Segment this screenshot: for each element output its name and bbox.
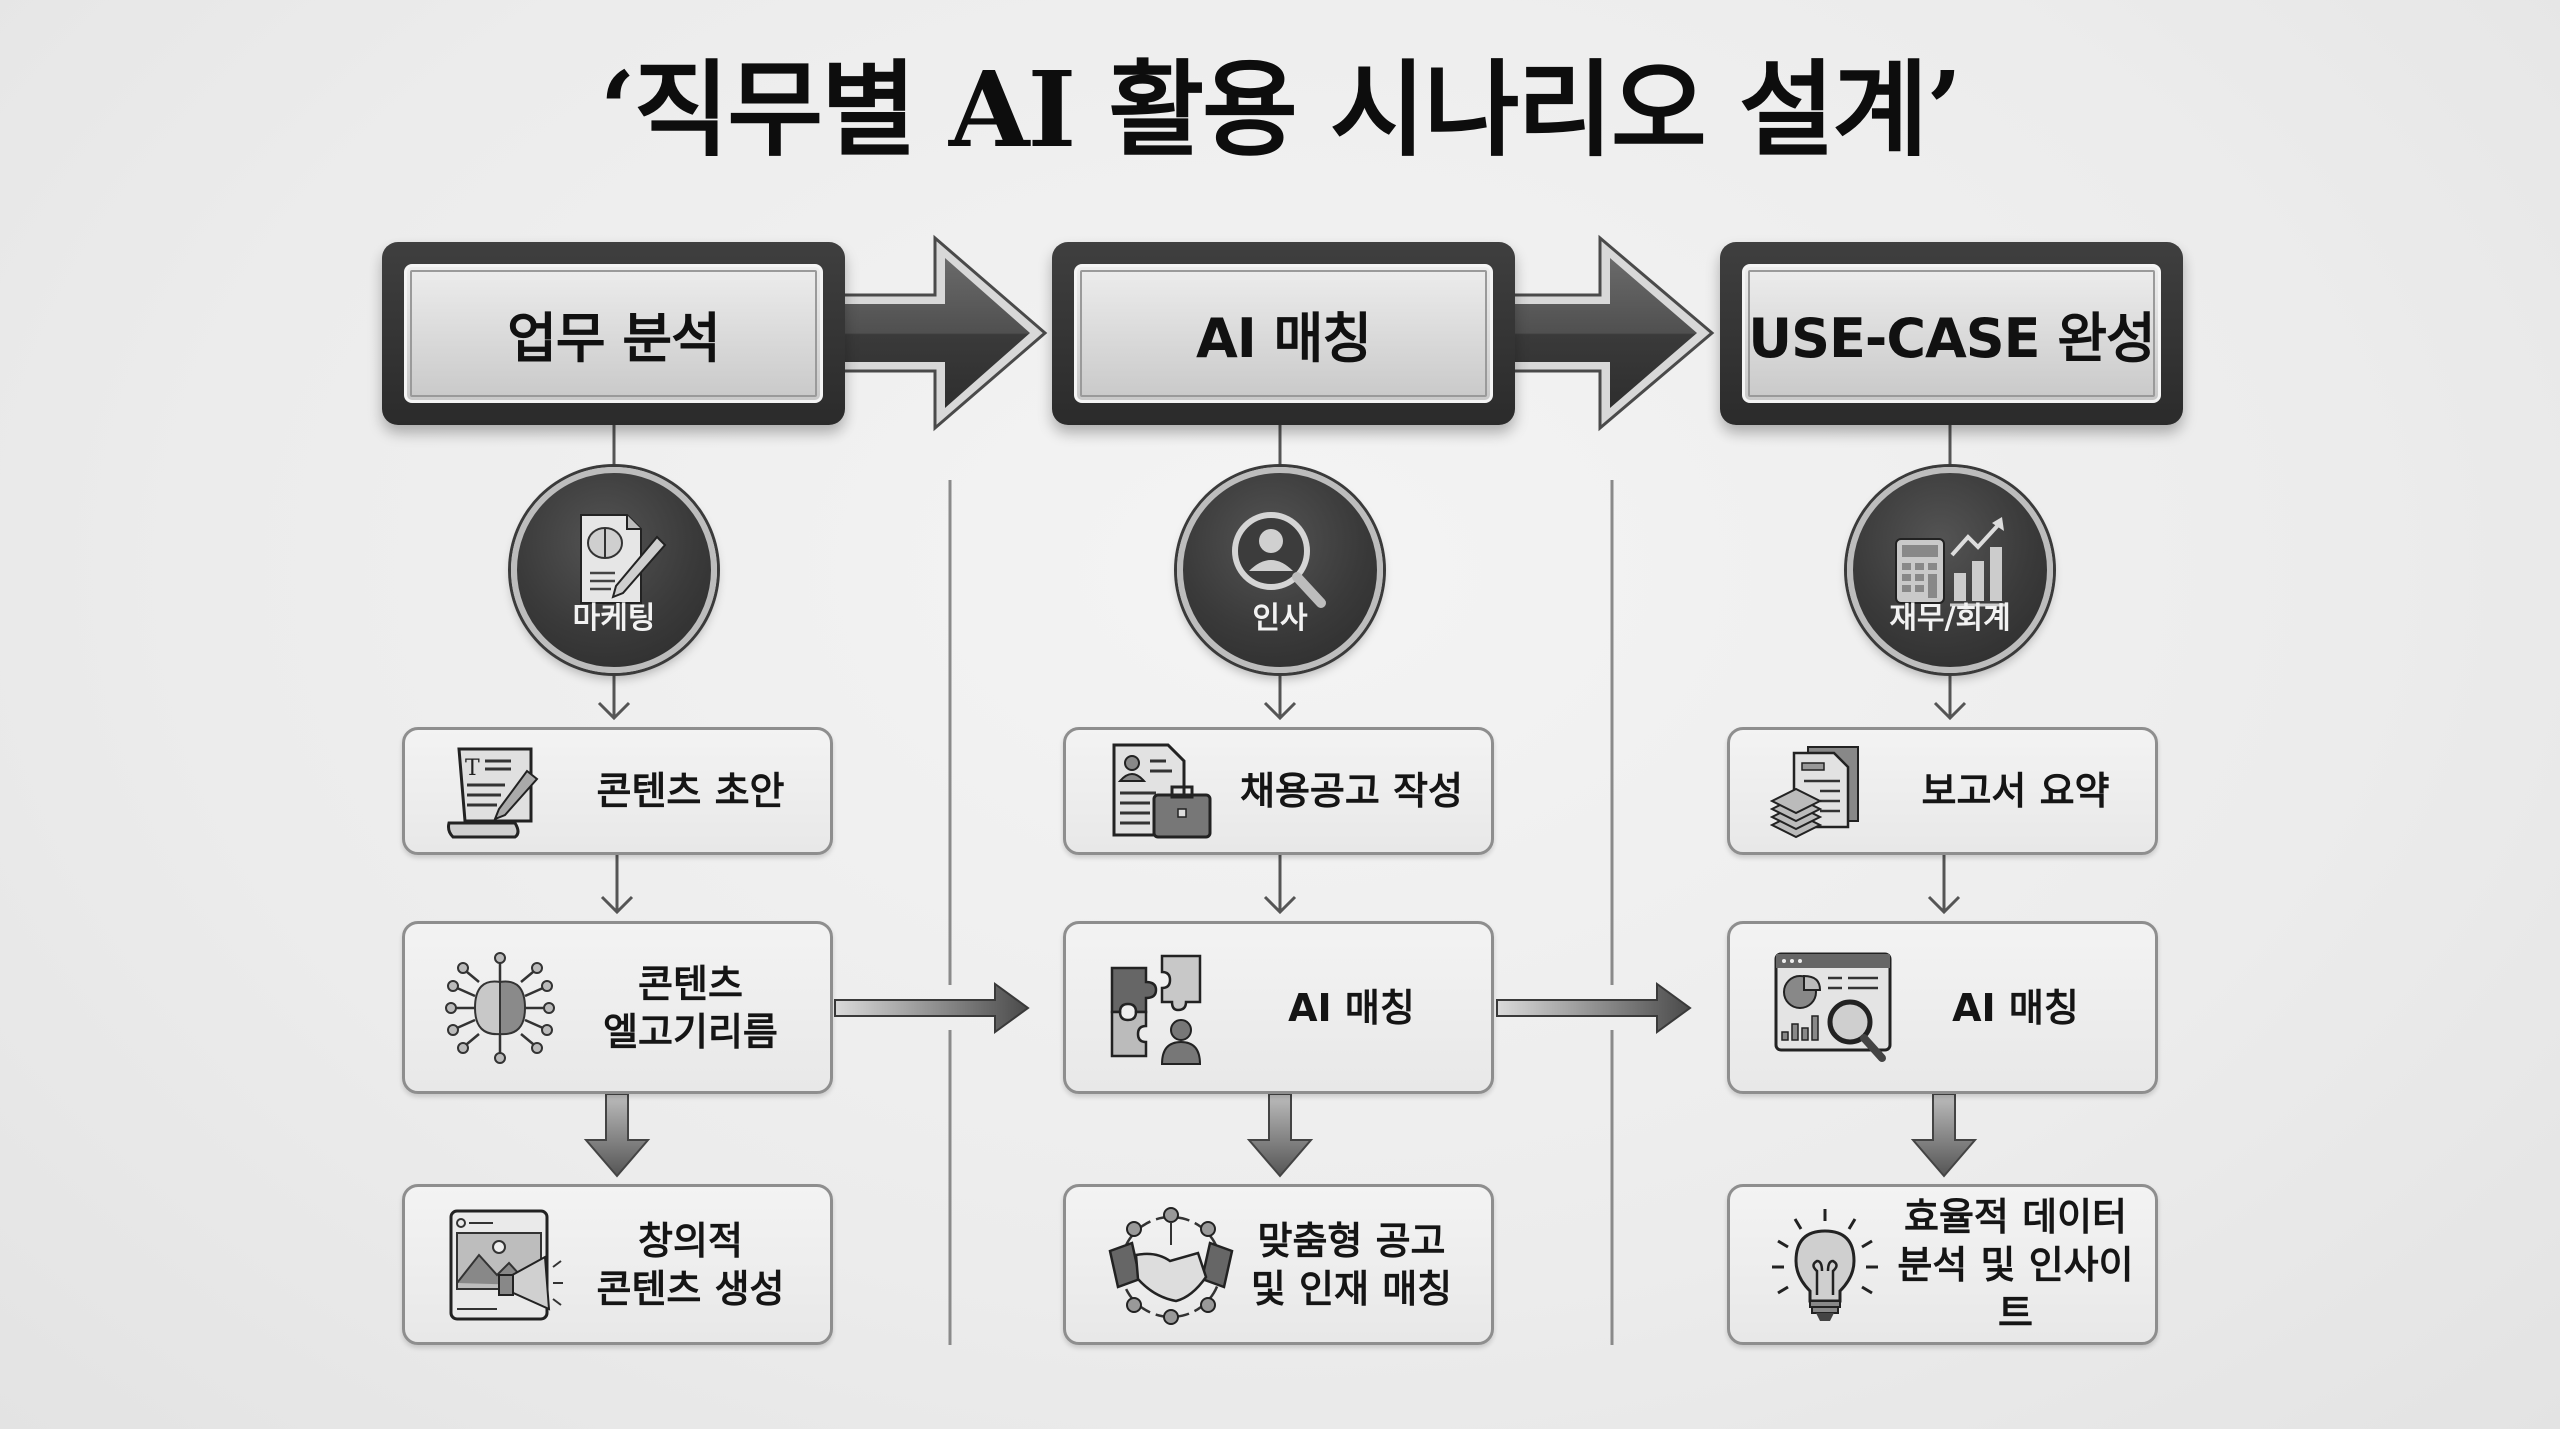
step-card: 콘텐츠 엘고기리름 <box>402 921 833 1094</box>
document-layers-icon <box>1770 746 1859 839</box>
stage-box-ai-matching: AI 매칭 <box>1052 242 1515 425</box>
stage-label: USE-CASE 완성 <box>1742 264 2161 403</box>
step-label: 효율적 데이터 분석 및 인사이트 <box>1897 1194 2134 1335</box>
role-label: 재무/회계 <box>1889 601 2011 636</box>
stage-arrow-2 <box>1498 234 1715 432</box>
step-label: 보고서 요약 <box>1921 769 2110 813</box>
social-post-megaphone-icon <box>449 1209 563 1320</box>
brain-document-pen-icon <box>580 514 667 604</box>
role-label: 마케팅 <box>572 601 656 636</box>
calculator-chart-icon <box>1895 517 2006 607</box>
horizontal-arrow <box>834 982 1030 1034</box>
stage-label: 업무 분석 <box>404 264 823 403</box>
role-circle-marketing: 마케팅 <box>511 467 717 673</box>
thick-down-arrow <box>1246 1093 1314 1178</box>
puzzle-person-icon <box>1110 954 1202 1065</box>
thin-down-arrow <box>1263 675 1297 721</box>
role-circle-finance: 재무/회계 <box>1847 467 2053 673</box>
step-card: T 콘텐츠 초안 <box>402 727 833 855</box>
thin-down-arrow <box>1927 855 1961 915</box>
step-card: 창의적 콘텐츠 생성 <box>402 1184 833 1345</box>
thin-down-arrow <box>1933 675 1967 721</box>
step-card: AI 매칭 <box>1727 921 2158 1094</box>
svg-text:T: T <box>465 756 480 781</box>
scroll-pencil-icon: T <box>447 747 539 839</box>
step-label: 콘텐츠 초안 <box>596 769 785 813</box>
step-label: AI 매칭 <box>1288 985 1415 1030</box>
stage-label: AI 매칭 <box>1074 264 1493 403</box>
role-label: 인사 <box>1252 601 1308 636</box>
handshake-network-icon <box>1108 1206 1234 1325</box>
thin-down-arrow <box>1263 855 1297 915</box>
thin-down-arrow <box>597 675 631 721</box>
resume-briefcase-icon <box>1112 743 1212 839</box>
step-card: 채용공고 작성 <box>1063 727 1494 855</box>
step-label: 창의적 콘텐츠 생성 <box>596 1218 785 1311</box>
step-card: AI 매칭 <box>1063 921 1494 1094</box>
thick-down-arrow <box>583 1093 651 1178</box>
dashboard-magnifier-icon <box>1774 952 1892 1062</box>
step-label: AI 매칭 <box>1952 985 2079 1030</box>
step-card: 맞춤형 공고 및 인재 매칭 <box>1063 1184 1494 1345</box>
stage-box-task-analysis: 업무 분석 <box>382 242 845 425</box>
person-magnifier-icon <box>1232 512 1326 608</box>
thin-down-arrow <box>600 855 634 915</box>
step-card: 보고서 요약 <box>1727 727 2158 855</box>
page-title: ‘직무별 AI 활용 시나리오 설계’ <box>599 48 1962 171</box>
step-label: 맞춤형 공고 및 인재 매칭 <box>1250 1218 1453 1311</box>
step-card: 효율적 데이터 분석 및 인사이트 <box>1727 1184 2158 1345</box>
step-label: 콘텐츠 엘고기리름 <box>603 961 778 1054</box>
stage-arrow-1 <box>838 234 1048 432</box>
role-circle-hr: 인사 <box>1177 467 1383 673</box>
step-label: 채용공고 작성 <box>1240 769 1463 813</box>
stage-box-use-case: USE-CASE 완성 <box>1720 242 2183 425</box>
horizontal-arrow <box>1496 982 1692 1034</box>
thick-down-arrow <box>1910 1093 1978 1178</box>
brain-network-icon <box>445 951 555 1064</box>
lightbulb-icon <box>1772 1208 1878 1321</box>
